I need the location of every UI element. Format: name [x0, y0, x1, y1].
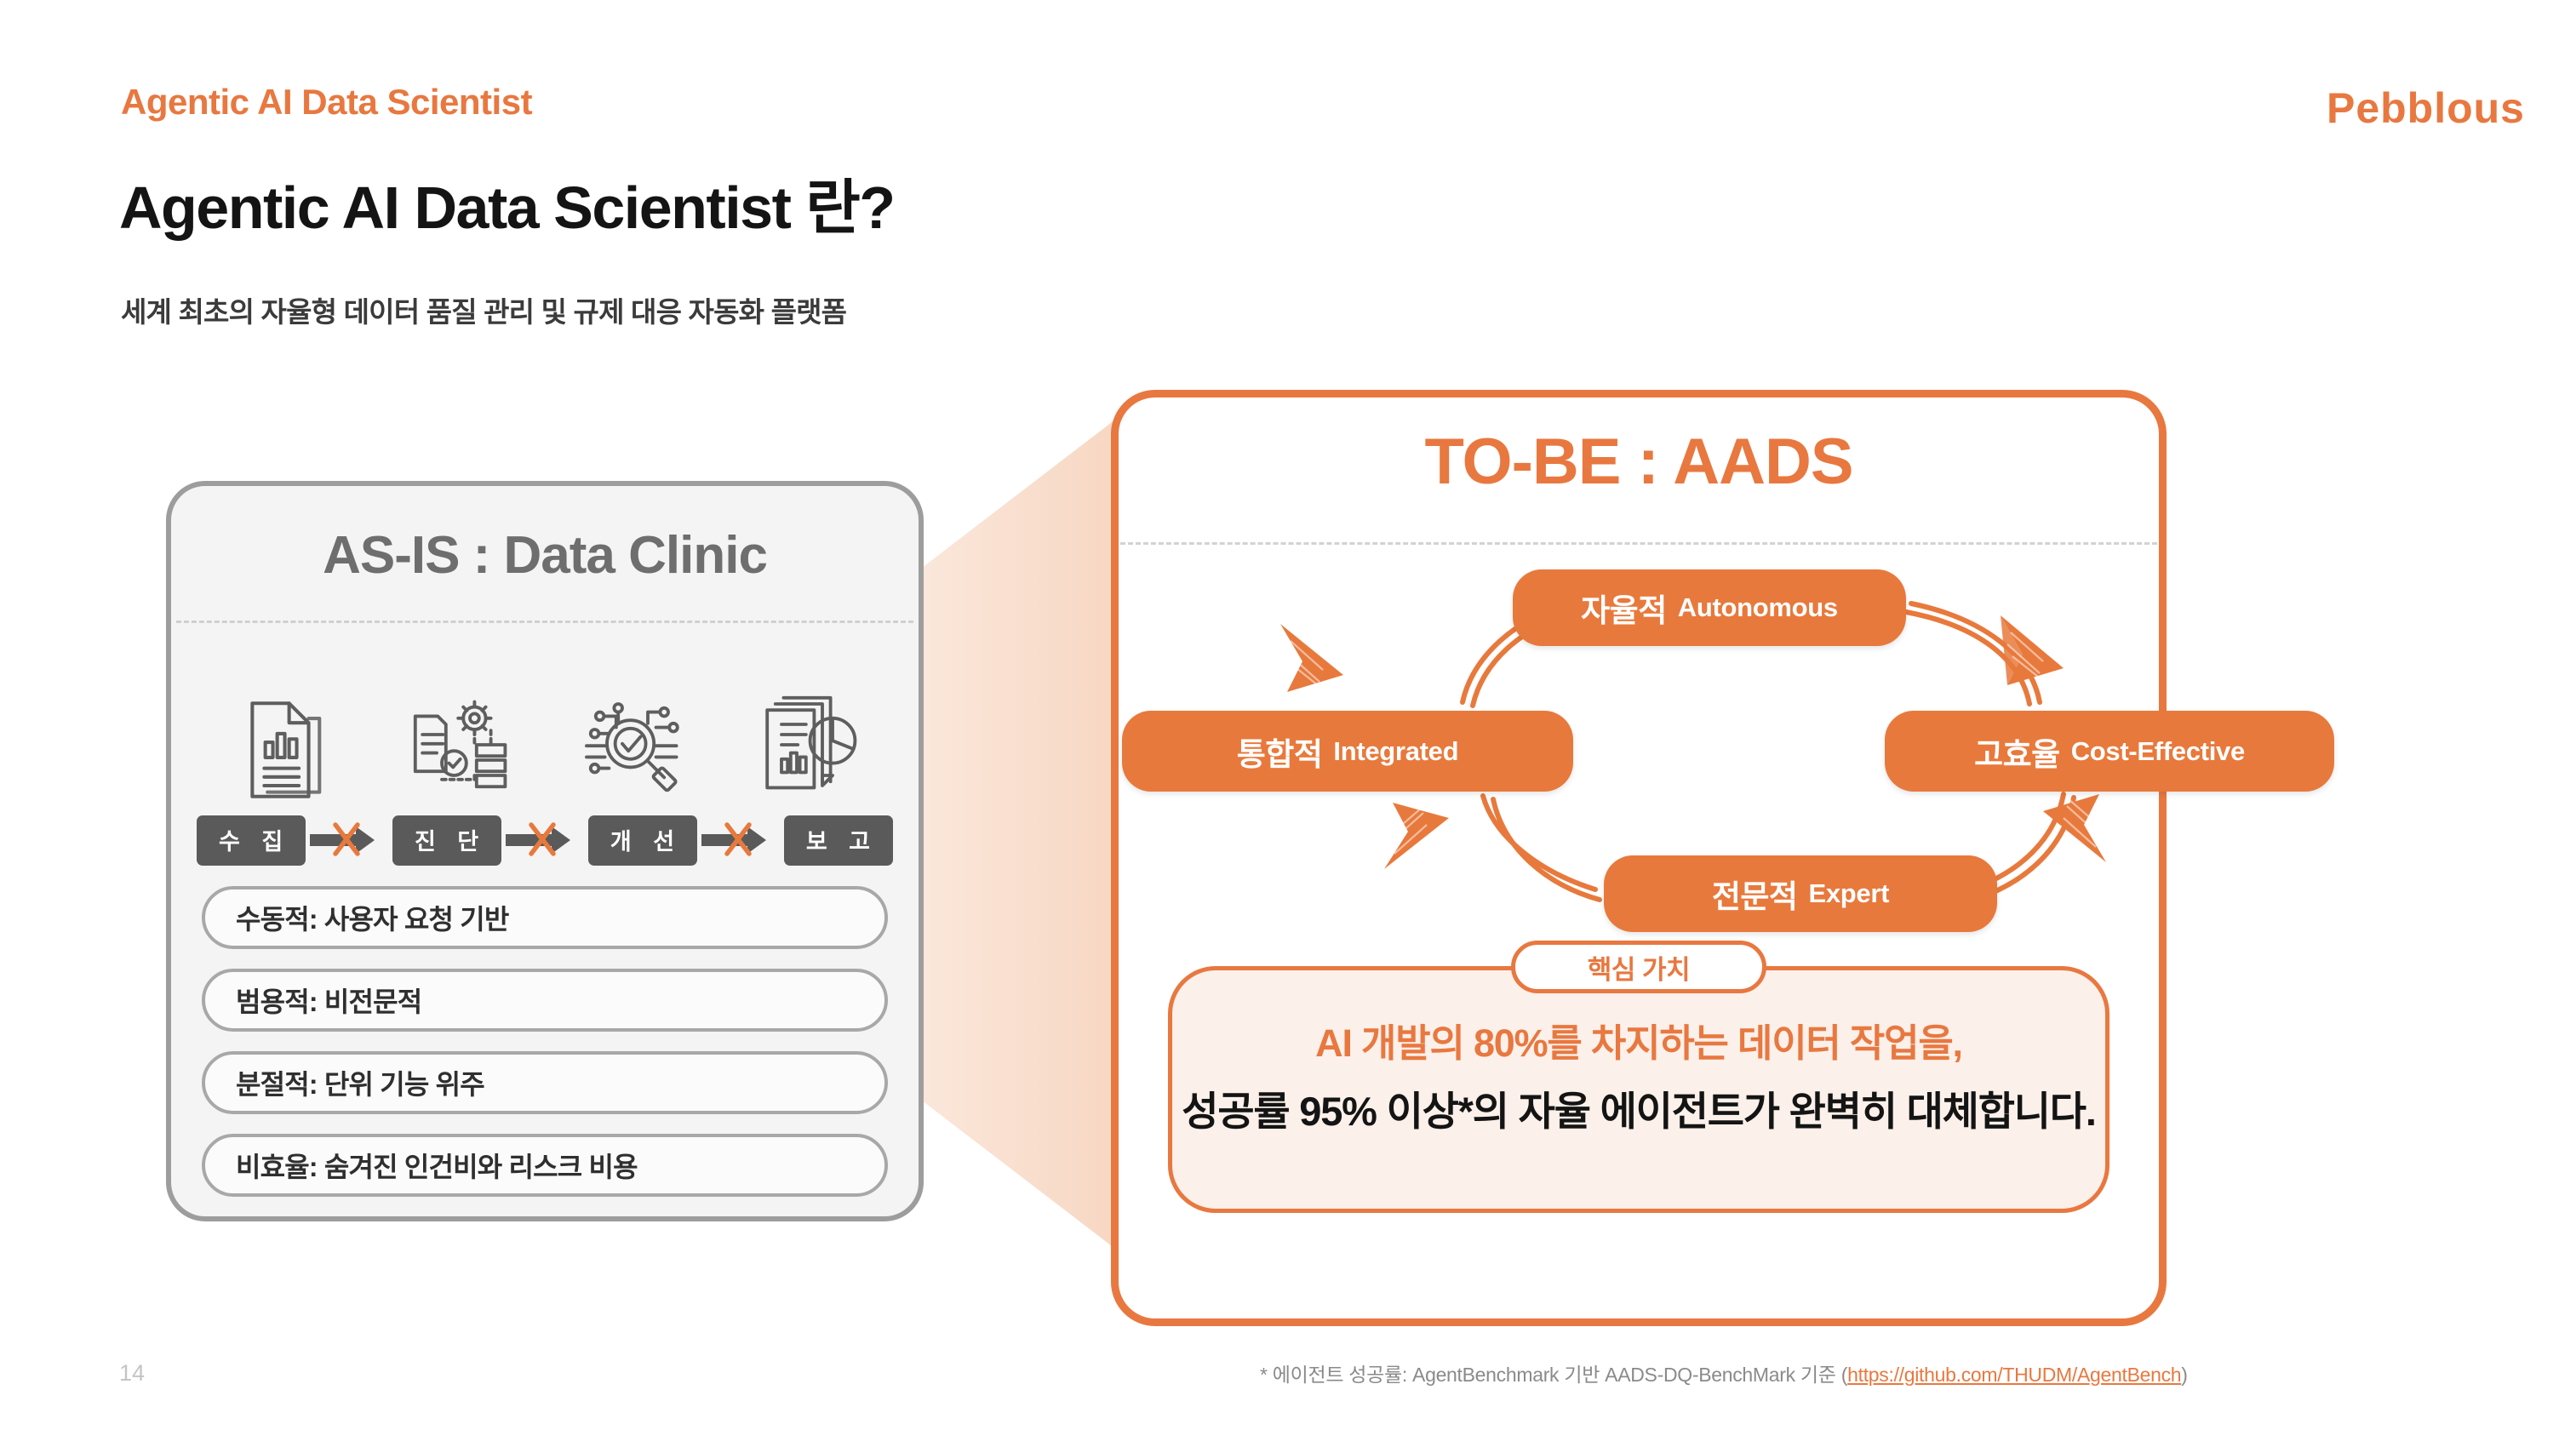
- agentbench-link[interactable]: https://github.com/THUDM/AgentBench: [1847, 1364, 2182, 1386]
- as-is-card: AS-IS : Data Clinic: [166, 481, 924, 1221]
- to-be-card: TO-BE : AADS: [1111, 390, 2334, 1326]
- list-item: 분절적: 단위 기능 위주: [202, 1051, 888, 1114]
- list-item: 범용적: 비전문적: [202, 969, 888, 1032]
- cycle-node-autonomous: 자율적 Autonomous: [1513, 569, 1906, 646]
- cycle-node-expert: 전문적 Expert: [1604, 855, 1997, 932]
- cycle-arrows-group: [1280, 601, 2106, 902]
- core-value-line-1: AI 개발의 80%를 차지하는 데이터 작업을,: [1315, 1021, 1963, 1065]
- transition-wedge: [885, 400, 1141, 1268]
- footnote-text-close: ): [2181, 1364, 2188, 1386]
- stage-chip-collect: 수 집: [197, 815, 306, 866]
- cycle-node-ko-label: 고효율: [1974, 736, 2060, 772]
- stage-chip-improve: 개 선: [587, 815, 698, 866]
- cycle-node-ko-label: 자율적: [1581, 593, 1667, 628]
- as-is-title: AS-IS : Data Clinic: [323, 526, 768, 585]
- page-title: Agentic AI Data Scientist 란?: [119, 174, 896, 241]
- list-item: 비효율: 숨겨진 인건비와 리스크 비용: [202, 1134, 888, 1197]
- cycle-node-ko-label: 전문적: [1711, 879, 1798, 914]
- as-is-icon-row: [171, 656, 919, 809]
- to-be-title: TO-BE : AADS: [1424, 426, 1853, 498]
- blocked-arrow-icon: [310, 822, 375, 856]
- to-be-divider: [1120, 542, 2157, 545]
- pebblous-logo: Pebblous: [2326, 84, 2525, 132]
- cycle-node-en-label: Integrated: [1333, 735, 1459, 766]
- cycle-node-en-label: Cost-Effective: [2070, 735, 2246, 766]
- core-value-badge: 핵심 가치: [1511, 941, 1766, 993]
- document-bar-chart-icon: [250, 701, 322, 798]
- as-is-stage-row: 수 집 진 단 개 선 보 고: [197, 815, 893, 866]
- stage-chip-report: 보 고: [783, 815, 893, 866]
- magnifier-check-circuit-icon: [584, 702, 679, 792]
- eyebrow-label: Agentic AI Data Scientist: [121, 82, 533, 122]
- blocked-arrow-icon: [701, 822, 766, 856]
- blocked-arrow-icon: [506, 822, 570, 856]
- as-is-divider: [176, 621, 913, 623]
- footnote-text: * 에이전트 성공률: AgentBenchmark 기반 AADS-DQ-Be…: [1260, 1364, 1848, 1386]
- cycle-node-en-label: Expert: [1808, 878, 1890, 908]
- core-value-box: [1168, 966, 2109, 1213]
- page-number: 14: [119, 1360, 146, 1386]
- core-value-line-2: 성공률 95% 이상*의 자율 에이전트가 완벽히 대체합니다.: [1182, 1089, 2097, 1134]
- as-is-bullet-list: 수동적: 사용자 요청 기반 범용적: 비전문적 분절적: 단위 기능 위주 비…: [202, 886, 888, 1197]
- stacked-report-pie-icon: [765, 695, 857, 790]
- cycle-node-en-label: Autonomous: [1677, 592, 1838, 622]
- list-item: 수동적: 사용자 요청 기반: [202, 886, 888, 949]
- cycle-node-cost-effective: 고효율 Cost-Effective: [1885, 711, 2334, 792]
- value-cycle-diagram: 자율적 Autonomous 고효율 Cost-Effective 전문적 Ex…: [1119, 566, 2334, 932]
- cycle-node-integrated: 통합적 Integrated: [1122, 711, 1573, 792]
- footnote: * 에이전트 성공률: AgentBenchmark 기반 AADS-DQ-Be…: [1260, 1358, 2188, 1387]
- page-subtitle: 세계 최초의 자율형 데이터 품질 관리 및 규제 대응 자동화 플랫폼: [121, 296, 847, 328]
- cycle-node-ko-label: 통합적: [1236, 736, 1323, 772]
- gear-document-diagnostic-icon: [414, 700, 507, 789]
- stage-chip-diagnose: 진 단: [392, 815, 502, 866]
